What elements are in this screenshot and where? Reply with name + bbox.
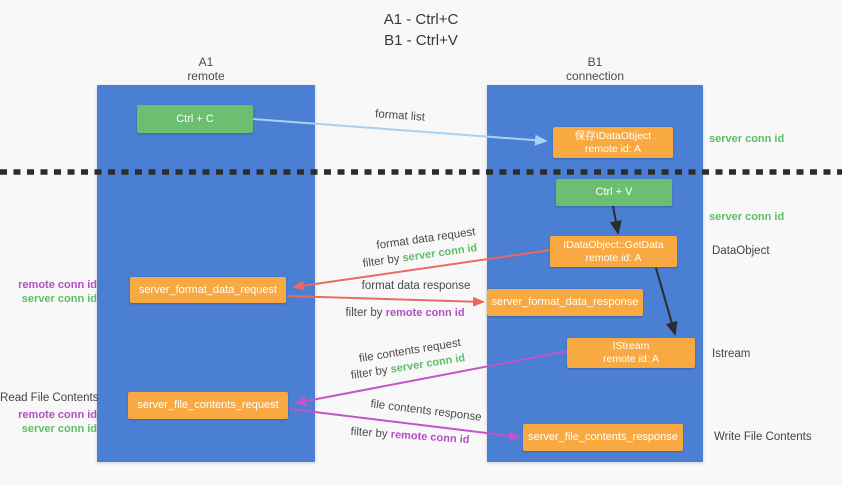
node-save-dataobject-line1: 保存IDataObject	[574, 129, 652, 142]
node-server-format-data-request-label: server_format_data_request	[138, 283, 278, 296]
label-filter-by-2: filter by	[345, 307, 386, 319]
left-label-remote-conn-id-1: remote conn id	[18, 279, 97, 291]
node-istream-line2: remote id: A	[602, 353, 660, 365]
arrow-format-list	[252, 118, 548, 146]
right-label-dataobject: DataObject	[712, 245, 770, 257]
right-label-server-conn-id-mid: server conn id	[709, 211, 785, 223]
arrow-getdata-to-istream	[655, 267, 678, 336]
node-getdata: IDataObject::GetData remote id: A	[550, 236, 677, 267]
left-label-read-file-contents: Read File Contents	[0, 392, 99, 404]
node-server-file-contents-response: server_file_contents_response	[523, 424, 683, 451]
node-getdata-line2: remote id: A	[585, 251, 642, 264]
right-label-write-file-contents: Write File Contents	[714, 431, 812, 443]
node-ctrl-v-label: Ctrl + V	[595, 186, 633, 198]
arrow-format-data-request	[292, 249, 552, 291]
title-line-2: B1 - Ctrl+V	[384, 32, 458, 49]
label-remote-conn-id-1: remote conn id	[385, 307, 465, 319]
lane-b1-title: B1	[587, 55, 603, 69]
diagram-title: A1 - Ctrl+C B1 - Ctrl+V	[0, 9, 842, 51]
node-istream: IStream remote id: A	[567, 338, 695, 368]
node-server-file-contents-request: server_file_contents_request	[128, 392, 288, 419]
lane-b1-subtitle: connection	[565, 69, 625, 83]
node-save-dataobject-line2: remote id: A	[584, 142, 642, 155]
node-ctrl-c: Ctrl + C	[137, 105, 253, 133]
arrow-file-contents-request	[294, 350, 569, 407]
label-format-data-response: format data response	[361, 280, 471, 292]
label-filter-by-remote-conn-1: filter by remote conn id	[345, 307, 464, 319]
left-label-remote-conn-id-2: remote conn id	[18, 409, 97, 421]
arrow-file-contents-response	[289, 408, 521, 441]
node-istream-line1: IStream	[612, 340, 650, 352]
node-getdata-line1: IDataObject::GetData	[563, 238, 664, 251]
node-ctrl-v: Ctrl + V	[556, 179, 672, 206]
left-label-server-conn-id-2: server conn id	[21, 423, 97, 435]
node-server-format-data-request: server_format_data_request	[130, 277, 286, 303]
lane-header-a1: A1 remote	[97, 55, 315, 83]
node-save-dataobject: 保存IDataObject remote id: A	[553, 127, 673, 158]
node-ctrl-c-label: Ctrl + C	[176, 112, 214, 125]
left-label-server-conn-id-1: server conn id	[21, 293, 97, 305]
title-line-1: A1 - Ctrl+C	[383, 11, 459, 28]
node-server-format-data-response-label: server_format_data_response	[491, 296, 639, 308]
right-label-server-conn-id-top: server conn id	[709, 133, 785, 145]
lane-header-b1: B1 connection	[487, 55, 703, 83]
right-label-istream: Istream	[712, 348, 751, 360]
lane-a1-subtitle: remote	[187, 69, 225, 83]
arrow-format-data-response	[286, 295, 485, 307]
node-server-file-contents-request-label: server_file_contents_request	[137, 399, 279, 411]
arrow-ctrlv-to-getdata	[609, 205, 622, 235]
node-server-format-data-response: server_format_data_response	[487, 289, 643, 316]
node-server-file-contents-response-label: server_file_contents_response	[528, 431, 678, 443]
left-label-read-file-contents-block: Read File Contents remote conn id server…	[0, 391, 99, 436]
left-label-group-1: remote conn id server conn id	[0, 278, 97, 306]
lane-a1-title: A1	[198, 55, 214, 69]
